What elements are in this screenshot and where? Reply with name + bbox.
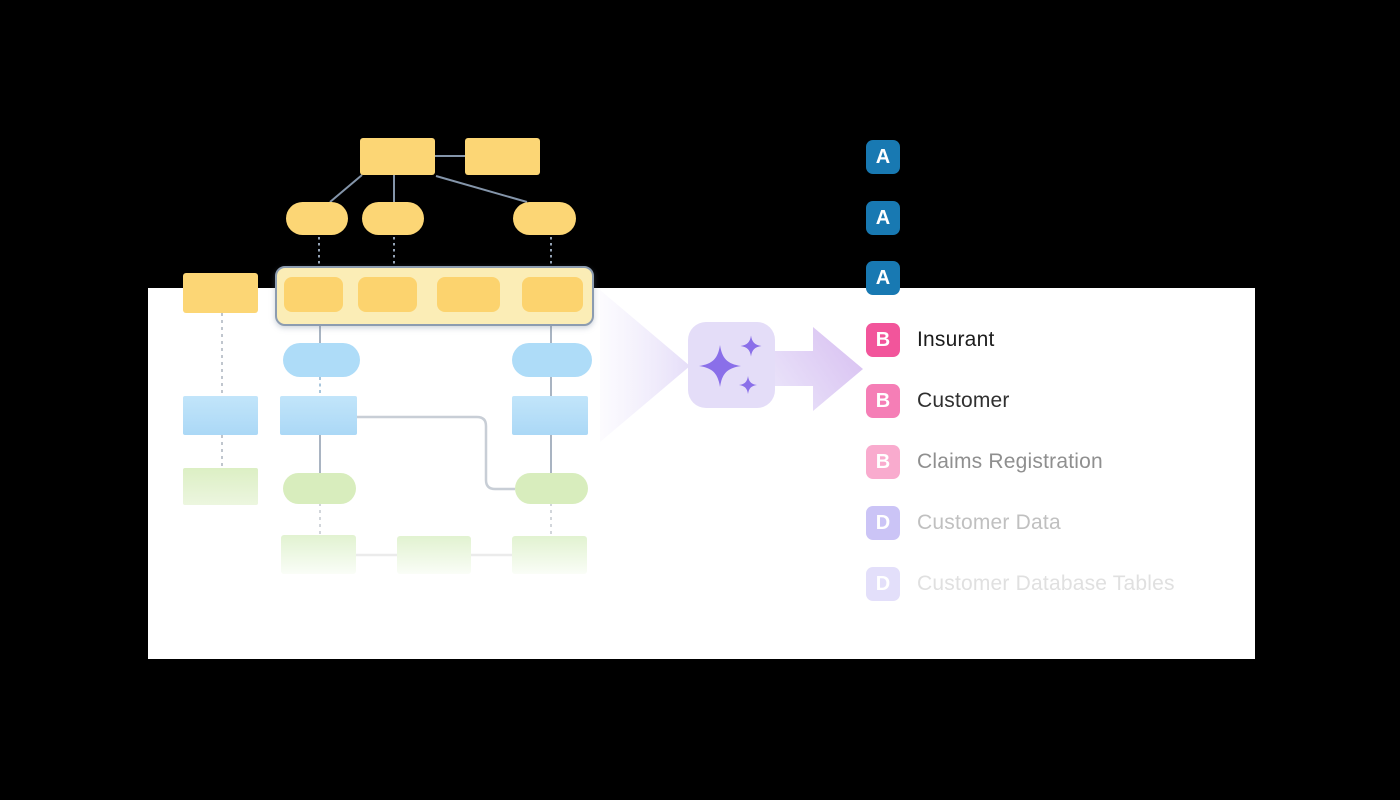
flow-node-green-faded-3: [512, 536, 587, 574]
application-badge: A: [866, 140, 900, 174]
group-node-3: [437, 277, 500, 312]
sparkles-icon: [699, 335, 762, 394]
flow-node-green-rect: [183, 468, 258, 505]
list-item: D Customer Database Tables: [866, 567, 1175, 601]
list-item: B Customer: [866, 384, 1010, 418]
application-badge: A: [866, 201, 900, 235]
flow-node-yellow-top-2: [465, 138, 540, 175]
list-item-label: Customer Database Tables: [917, 572, 1175, 595]
flow-node-yellow-pill-2: [362, 202, 424, 235]
data-badge: D: [866, 567, 900, 601]
flow-node-yellow-top-1: [360, 138, 435, 175]
flow-node-blue-rect-2: [280, 396, 357, 435]
flow-node-blue-rect-1: [183, 396, 258, 435]
list-item-label: Customer: [917, 389, 1010, 412]
flow-node-blue-pill-1: [283, 343, 360, 377]
list-item-label: Insurant: [917, 328, 995, 351]
list-item: B Insurant: [866, 323, 994, 357]
flow-node-blue-rect-3: [512, 396, 588, 435]
flow-node-yellow-pill-3: [513, 202, 576, 235]
list-item-label: Claims Registration: [917, 450, 1103, 473]
flow-node-yellow-pill-1: [286, 202, 348, 235]
list-item: B Claims Registration: [866, 445, 1103, 479]
group-node-2: [358, 277, 417, 312]
business-badge: B: [866, 445, 900, 479]
flow-node-green-pill-1: [283, 473, 356, 504]
business-badge: B: [866, 384, 900, 418]
list-item-label: Customer Data: [917, 511, 1061, 534]
group-node-1: [284, 277, 343, 312]
list-item: A: [866, 261, 917, 295]
group-node-4: [522, 277, 583, 312]
list-item: A: [866, 140, 917, 174]
application-badge: A: [866, 261, 900, 295]
list-item: D Customer Data: [866, 506, 1061, 540]
list-item: A: [866, 201, 917, 235]
flow-node-green-pill-2: [515, 473, 588, 504]
flow-node-blue-pill-2: [512, 343, 592, 377]
business-badge: B: [866, 323, 900, 357]
flow-node-green-faded-2: [397, 536, 471, 574]
data-badge: D: [866, 506, 900, 540]
ai-panel: [688, 322, 775, 408]
flow-node-green-faded-1: [281, 535, 356, 574]
flow-node-yellow-left: [183, 273, 258, 313]
